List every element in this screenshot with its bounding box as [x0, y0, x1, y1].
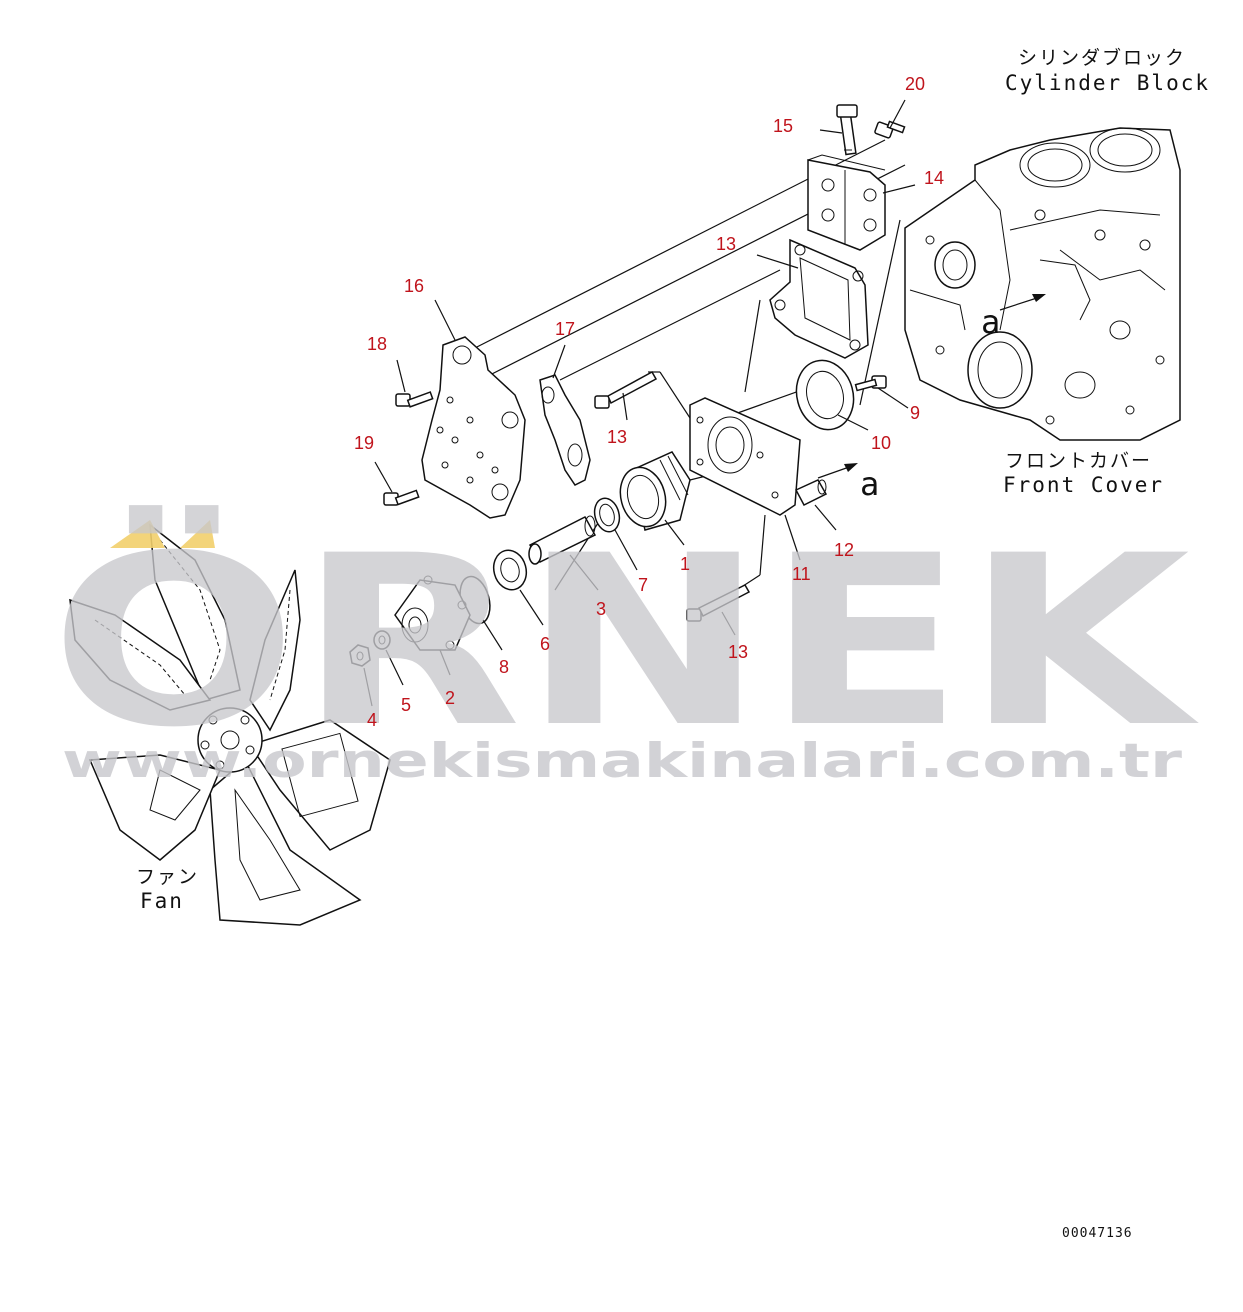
- callout-20: 19: [354, 433, 374, 453]
- callout-19: 18: [367, 334, 387, 354]
- callout-11: 11: [792, 564, 811, 584]
- callout-14: 13: [716, 234, 736, 254]
- plate-17: [421, 336, 526, 519]
- callout-8: 8: [499, 657, 509, 677]
- callout-18: 17: [555, 319, 575, 339]
- bracket-14: [769, 238, 869, 359]
- watermark-url: www.ornekismakinalari.com.tr: [62, 734, 1183, 789]
- callout-17: 16: [404, 276, 424, 296]
- cylinder-block-label-jp: シリンダブロック: [1018, 46, 1186, 69]
- callout-2: 2: [445, 688, 455, 708]
- bolt-21: [874, 120, 906, 139]
- callout-12: 12: [834, 540, 854, 560]
- callout-3: 3: [596, 599, 606, 619]
- cylinder-block-drawing: [904, 127, 1181, 441]
- callout-9: 9: [910, 403, 920, 423]
- bolt-19: [395, 391, 434, 408]
- drawing-code: 00047136: [1062, 1226, 1133, 1241]
- long-bolt-13-lower: [686, 584, 751, 622]
- view-marker-a-right: a: [860, 465, 881, 503]
- bracket-plate-11: [689, 397, 801, 516]
- callout-16: 15: [773, 116, 793, 136]
- watermark: ÖRNEK www.ornekismakinalari.com.tr: [50, 504, 1200, 789]
- front-cover-label-en: Front Cover: [1003, 473, 1164, 497]
- text-labels: シリンダブロック Cylinder Block フロントカバー Front Co…: [136, 46, 1210, 1241]
- callout-1: 1: [680, 554, 690, 574]
- fan-label-jp: ファン: [136, 866, 199, 888]
- callout-15: 14: [924, 168, 944, 188]
- callout-7: 7: [638, 575, 648, 595]
- watermark-brand: ÖRNEK: [50, 504, 1200, 779]
- long-bolt-13-upper: [594, 370, 658, 409]
- nut-4: [349, 644, 371, 667]
- callout-6: 6: [540, 634, 550, 654]
- callout-numbers: 20 15 14 13 16 17 18 13 9 10 19 12 1 11 …: [354, 74, 944, 730]
- bolt-16: [836, 104, 858, 156]
- washer-5: [373, 630, 391, 650]
- watermark-accent: [110, 520, 215, 548]
- hub-2: [394, 575, 471, 651]
- view-marker-a-block: a: [981, 303, 1002, 341]
- callout-13-lower: 13: [728, 642, 748, 662]
- cylinder-block-label-en: Cylinder Block: [1005, 71, 1210, 95]
- pin-12: [794, 479, 828, 506]
- callout-4: 4: [367, 710, 377, 730]
- mount-block-15: [807, 154, 886, 251]
- callout-leaders: [363, 99, 916, 707]
- bolt-20: [383, 489, 420, 506]
- fan-drawing: [69, 523, 391, 926]
- fan-label-en: Fan: [140, 889, 184, 913]
- callout-10: 10: [871, 433, 891, 453]
- callout-5: 5: [401, 695, 411, 715]
- callout-21: 20: [905, 74, 925, 94]
- callout-13-upper: 13: [607, 427, 627, 447]
- bolt-9: [854, 375, 887, 392]
- housing-1: [619, 451, 691, 531]
- gasket-18: [539, 374, 591, 486]
- seal-7: [593, 497, 621, 533]
- bearing-6: [492, 549, 528, 591]
- front-cover-label-jp: フロントカバー: [1005, 450, 1152, 472]
- shaft-3: [528, 515, 597, 565]
- flange-10: [795, 359, 855, 431]
